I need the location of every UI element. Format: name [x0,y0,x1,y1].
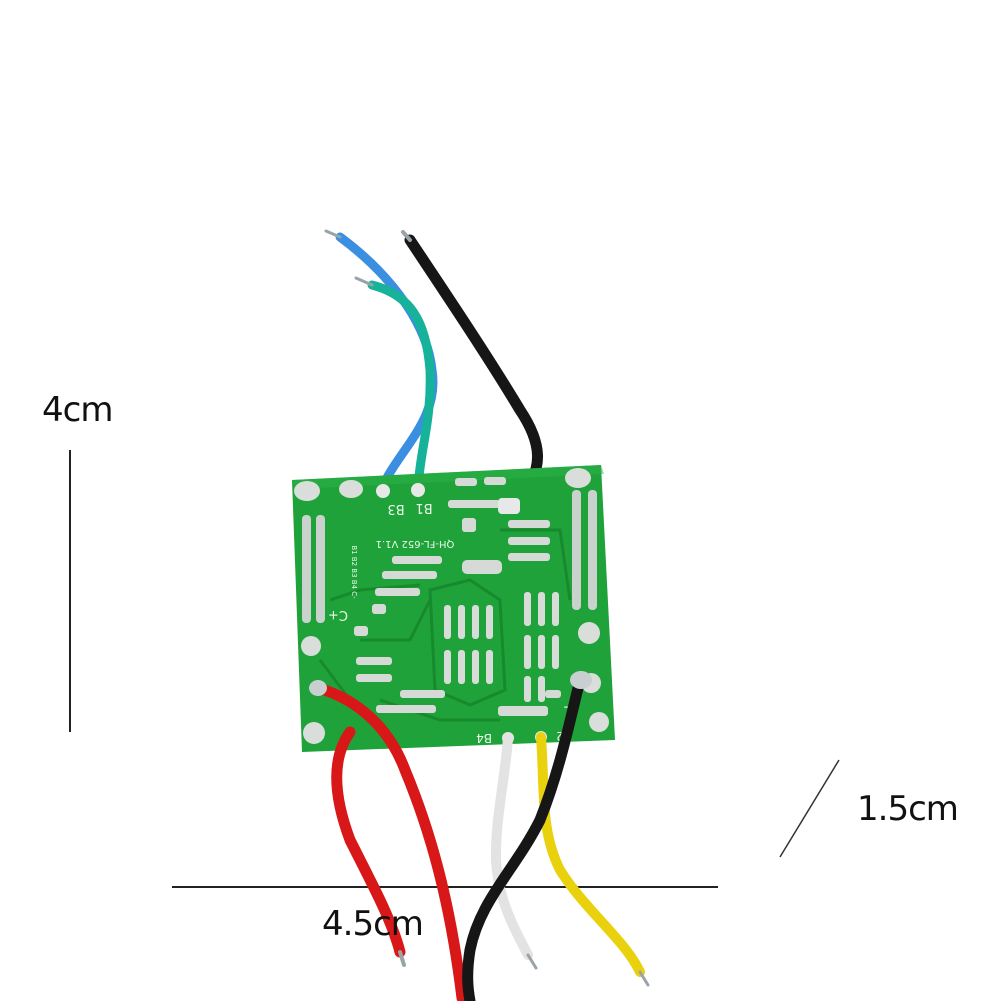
height-dimension-label: 4cm [42,390,113,430]
pad-label-b4: B4 [476,731,492,745]
black-wire-top [404,234,543,506]
top-wires [324,229,543,506]
board-model-marking: QH-FL-652 V1.1 [376,538,455,549]
red-wire [312,682,468,1001]
green-wire [367,280,435,493]
bottom-wires [309,671,650,1001]
depth-dimension-line [779,759,840,858]
pad-label-c-plus: C+ [328,607,348,622]
side-marking: B1 B2 B3 B4 C- [350,545,358,599]
depth-dimension-label: 1.5cm [857,789,959,829]
pad-label-b1: B1 [415,500,432,515]
black-wire-bottom [462,674,586,1001]
width-dimension-label: 4.5cm [322,904,424,944]
pad-label-minus: - [563,699,568,715]
yellow-wire [536,732,645,977]
pcb-board: B3 B1 QH-FL-652 V1.1 B1 B2 B3 B4 C- C+ B… [292,465,615,752]
pad-label-b3: B3 [387,501,404,516]
white-wire [490,733,533,960]
